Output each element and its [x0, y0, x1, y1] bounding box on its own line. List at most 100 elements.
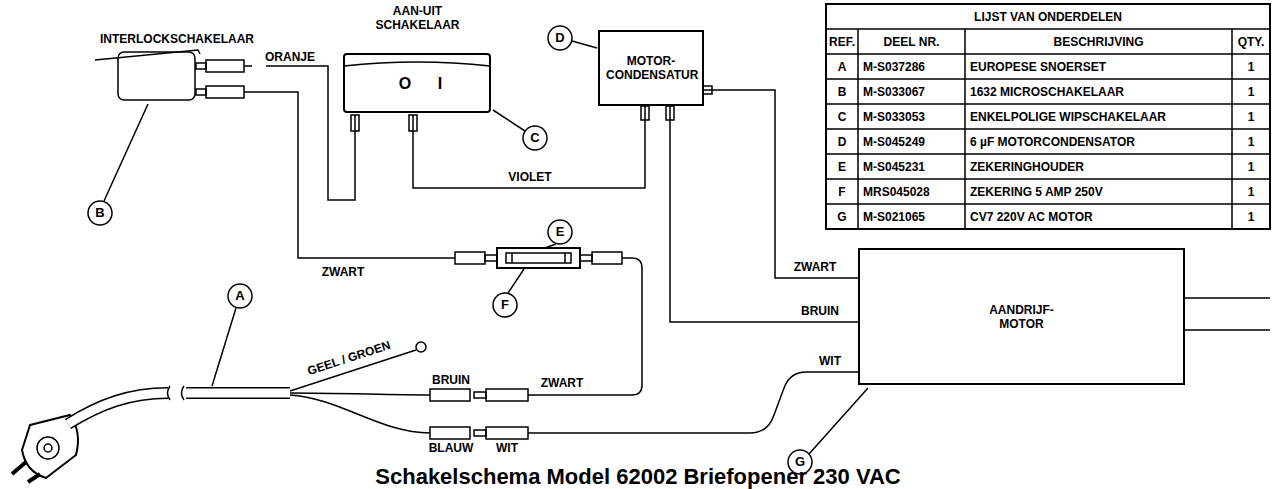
mains-plug — [44, 444, 52, 452]
white-wire — [528, 372, 858, 433]
wire — [413, 106, 645, 188]
table-cell: 1 — [1248, 85, 1255, 99]
plug-connector — [474, 392, 486, 398]
table-cell: ZEKERINGHOUDER — [970, 160, 1084, 174]
table-cell: D — [838, 135, 847, 149]
wire-color: BLAUW — [429, 441, 474, 455]
callout-number: A — [235, 289, 244, 303]
callout-number: C — [530, 131, 539, 145]
mains-plug — [12, 415, 78, 482]
motor-shaft — [1185, 298, 1270, 330]
table-header: REF. — [829, 35, 855, 49]
interlock-connector — [196, 89, 206, 95]
plug-connector — [430, 389, 470, 401]
mains-plug — [37, 437, 59, 459]
mains-cable — [168, 386, 185, 400]
mains-plug — [12, 462, 40, 482]
wire-color: WIT — [496, 441, 518, 455]
table-cell: 1 — [1248, 60, 1255, 74]
fuse-wire — [455, 252, 485, 264]
wire-color: VIOLET — [507, 170, 552, 184]
wiring-drawing — [12, 4, 1270, 482]
motor-shaft — [1185, 298, 1270, 330]
part-outline — [95, 50, 200, 100]
interlock-connector — [206, 60, 244, 72]
plug-connector — [430, 427, 470, 439]
interlock-connector — [206, 86, 244, 98]
diagram-title: Schakelschema Model 62002 Briefopener 23… — [375, 465, 900, 489]
table-cell: E — [838, 160, 846, 174]
motor-box: AANDRIJF- MOTOR — [858, 248, 1185, 385]
table-cell: M-S045249 — [863, 135, 925, 149]
wire — [266, 66, 355, 200]
leader-line — [104, 41, 868, 454]
wire — [704, 90, 858, 278]
wire-color: ZWART — [322, 265, 365, 279]
mains-cable — [68, 393, 168, 424]
callout-number: B — [95, 206, 104, 220]
table-header: QTY. — [1238, 35, 1265, 49]
microswitch-body — [118, 52, 195, 100]
fuse-wire — [512, 253, 565, 263]
interlock-connector — [196, 63, 206, 69]
part-label: MOTOR- CONDENSATUR — [606, 54, 696, 82]
wire-color: ZWART — [541, 376, 584, 390]
wire-group — [266, 66, 858, 322]
table-cell: A — [838, 60, 847, 74]
mains-cable — [290, 395, 430, 433]
callout-number: D — [555, 31, 564, 45]
table-cell: B — [838, 85, 847, 99]
table-title: LIJST VAN ONDERDELEN — [974, 10, 1122, 24]
table-cell: 1 — [1248, 210, 1255, 224]
callout-number: G — [795, 455, 805, 469]
switch-mark: I — [438, 75, 442, 93]
interlock-connector — [244, 91, 252, 93]
callout-circle — [548, 220, 572, 244]
table-cell: 1632 MICROSCHAKELAAR — [970, 85, 1124, 99]
wire-color: WIT — [819, 354, 841, 368]
table-cell: 1 — [1248, 160, 1255, 174]
mains-cable — [186, 389, 290, 398]
interlock-connector — [244, 65, 252, 67]
interlock-switch: INTERLOCKSCHAKELAAR — [88, 30, 266, 104]
plug-connector — [474, 430, 486, 436]
table-cell: 1 — [1248, 110, 1255, 124]
fuse-wire — [580, 255, 592, 261]
part-outline — [344, 54, 490, 112]
table-cell: G — [837, 210, 846, 224]
table-cell: 6 µF MOTORCONDENSATOR — [970, 135, 1135, 149]
part-label: AAN-UIT SCHAKELAAR — [362, 4, 473, 32]
table-header: BESCHRIJVING — [1053, 35, 1143, 49]
callout-number: E — [556, 225, 565, 239]
plug-connector — [486, 389, 528, 401]
table-cell: ENKELPOLIGE WIPSCHAKELAAR — [970, 110, 1166, 124]
table-cell: M-S033053 — [863, 110, 925, 124]
part-label: INTERLOCKSCHAKELAAR — [88, 32, 266, 46]
table-cell: 1 — [1248, 185, 1255, 199]
callout-circle — [88, 26, 812, 474]
callout-circle — [493, 293, 517, 317]
plug-connector — [486, 427, 528, 439]
parts-table — [826, 29, 1270, 204]
callout-circle — [88, 201, 112, 225]
leader-line — [104, 41, 868, 454]
wire-color: ORANJE — [264, 50, 316, 64]
fuse-wire — [485, 255, 497, 261]
callout-circle — [523, 126, 547, 150]
part-label: AANDRIJF- MOTOR — [977, 303, 1067, 331]
fuse-wire — [497, 248, 580, 268]
interlock-connector — [196, 60, 252, 98]
mains-cable — [186, 387, 290, 399]
table-cell: F — [838, 185, 845, 199]
table-cell: M-S037286 — [863, 60, 925, 74]
wire — [670, 106, 858, 322]
rocker-switch: AAN-UIT SCHAKELAAROI — [340, 4, 495, 115]
parts-table — [826, 4, 1270, 229]
table-cell: ZEKERING 5 AMP 250V — [970, 185, 1103, 199]
parts-table — [858, 29, 1232, 229]
parts-table — [826, 4, 1270, 229]
table-cell: M-S033067 — [863, 85, 925, 99]
table-cell: MRS045028 — [863, 185, 930, 199]
